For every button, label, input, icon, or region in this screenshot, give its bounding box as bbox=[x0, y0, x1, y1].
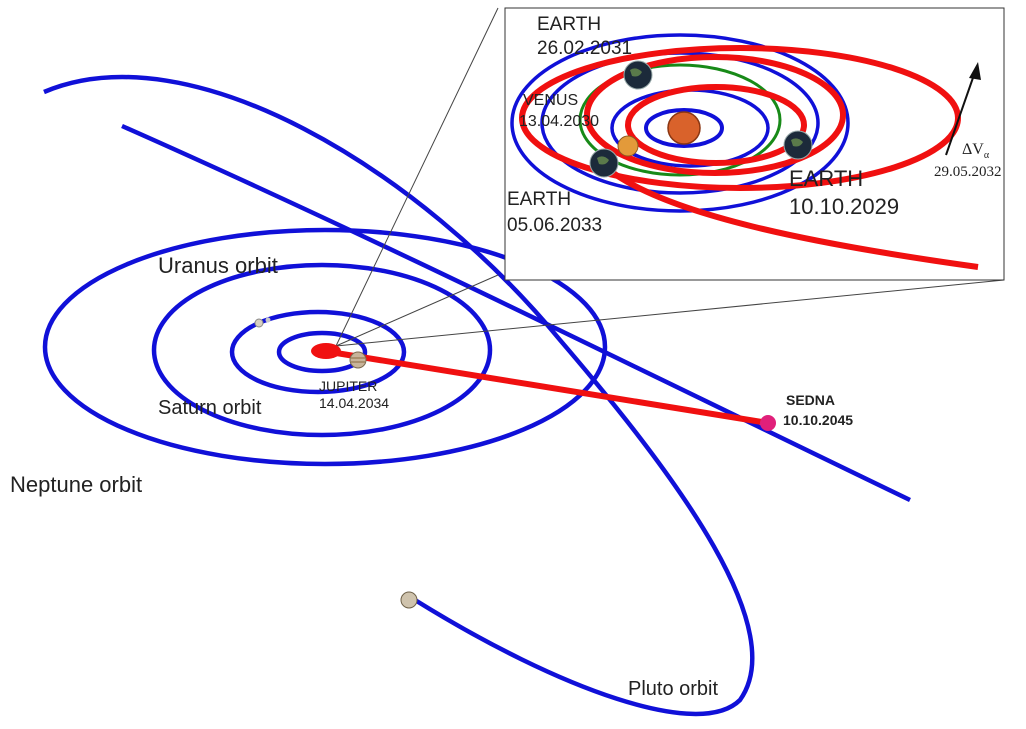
sedna-label: SEDNA bbox=[786, 392, 835, 408]
earth-right-label: EARTH bbox=[789, 166, 863, 191]
pluto-orbit bbox=[43, 74, 755, 717]
outer-orbits bbox=[42, 74, 911, 717]
jupiter-label: JUPITER bbox=[319, 378, 377, 394]
inset-bodies bbox=[589, 60, 813, 178]
delta-v-arrow bbox=[945, 62, 981, 156]
sun-icon bbox=[667, 111, 701, 145]
venus-planet bbox=[617, 135, 639, 157]
jupiter-orbit bbox=[276, 330, 368, 374]
main-labels: Uranus orbit Saturn orbit Neptune orbit … bbox=[10, 253, 853, 700]
earth-left-date: 05.06.2033 bbox=[507, 215, 602, 236]
traj-loop-inner bbox=[625, 84, 807, 166]
delta-v-subscript: α bbox=[984, 150, 990, 161]
earth-top-label: EARTH bbox=[537, 14, 601, 35]
main-planets bbox=[254, 317, 776, 609]
sedna-date-label: 10.10.2045 bbox=[783, 412, 853, 428]
uranus-orbit-label: Uranus orbit bbox=[158, 253, 278, 278]
traj-outbound bbox=[601, 162, 979, 270]
delta-v-label: ΔVα bbox=[962, 141, 990, 161]
sedna-planet bbox=[760, 415, 776, 431]
saturn-orbit bbox=[229, 309, 407, 395]
inset-connectors bbox=[335, 7, 1005, 347]
earth-top-date: 26.02.2031 bbox=[537, 38, 632, 59]
venus-date: 13.04.2030 bbox=[519, 113, 599, 130]
traj-loop-mid bbox=[584, 54, 846, 176]
inset-mercury-orbit bbox=[644, 108, 724, 148]
jupiter-sedna-transfer bbox=[329, 349, 769, 426]
saturn-orbit-label: Saturn orbit bbox=[158, 397, 262, 419]
neptune-orbit-label: Neptune orbit bbox=[10, 472, 142, 497]
pluto-planet bbox=[400, 591, 418, 609]
neptune-orbit bbox=[42, 227, 608, 467]
pluto-orbit-label: Pluto orbit bbox=[628, 678, 718, 700]
uranus-orbit bbox=[151, 262, 493, 438]
inset-panel: EARTH 26.02.2031 VENUS 13.04.2030 EARTH … bbox=[504, 7, 1005, 281]
jupiter-date-label: 14.04.2034 bbox=[319, 395, 389, 411]
jupiter-planet bbox=[349, 351, 367, 369]
delta-v-symbol: ΔV bbox=[962, 141, 984, 158]
uranus-planet bbox=[265, 317, 271, 323]
inset-outer-orbit bbox=[510, 33, 850, 213]
delta-v-date: 29.05.2032 bbox=[934, 164, 1002, 180]
saturn-planet bbox=[254, 318, 264, 328]
long-trajectory-line bbox=[121, 123, 911, 503]
earth-right-date: 10.10.2029 bbox=[789, 194, 899, 219]
inset-venus-orbit bbox=[578, 63, 782, 177]
inset-labels: EARTH 26.02.2031 VENUS 13.04.2030 EARTH … bbox=[507, 14, 1002, 236]
venus-label: VENUS bbox=[523, 92, 578, 109]
earth-left-label: EARTH bbox=[507, 189, 571, 210]
main-trajectory bbox=[311, 343, 769, 426]
